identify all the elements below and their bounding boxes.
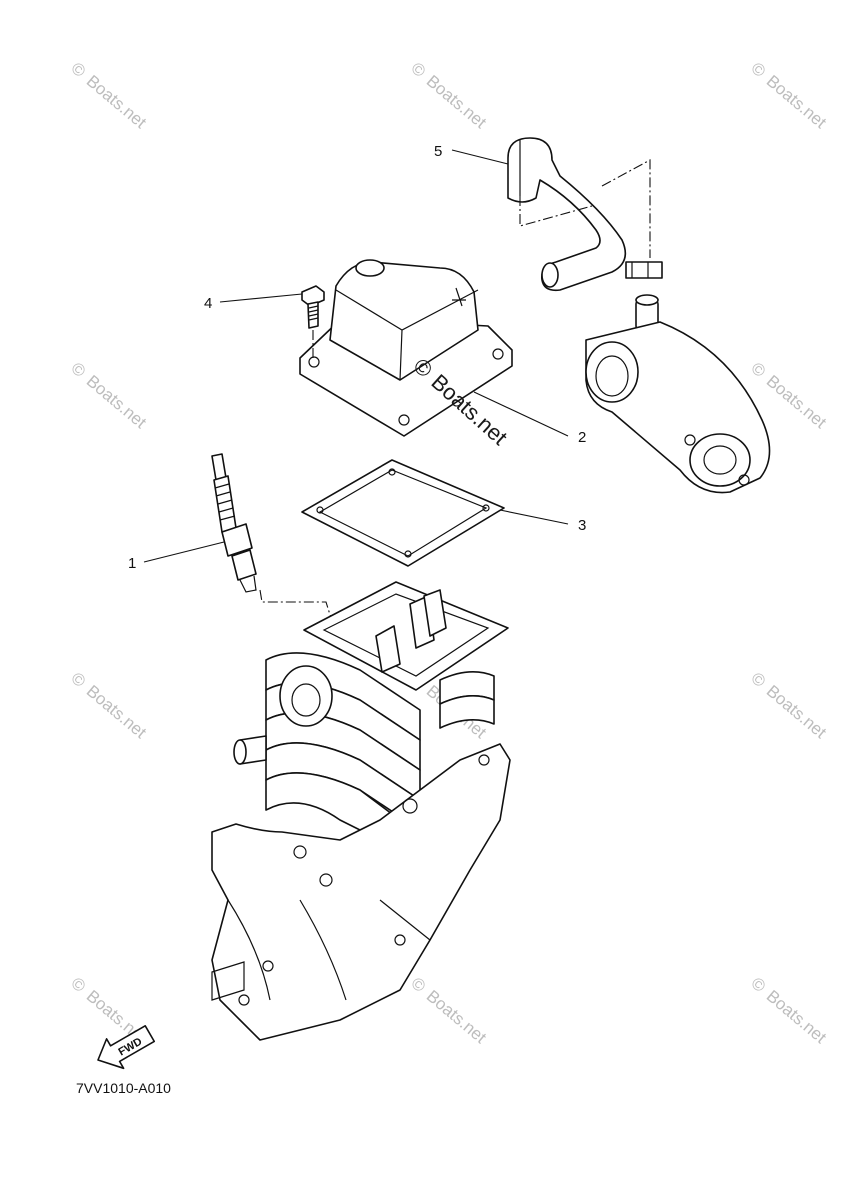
watermark-text: Boats.net — [763, 986, 830, 1047]
leader-2 — [473, 391, 569, 437]
bolt — [301, 285, 325, 360]
leader-1 — [143, 541, 225, 563]
cylinder-head-cover — [299, 259, 513, 437]
watermark-text: © — [67, 359, 89, 382]
watermark-text: Boats.net — [83, 681, 150, 742]
watermark-text: Boats.net — [83, 371, 150, 432]
callout-1: 1 — [128, 555, 136, 572]
watermark-text: © — [67, 669, 89, 692]
diagram-code: 7VV1010-A010 — [76, 1080, 171, 1096]
leader-4 — [219, 293, 303, 303]
watermark-text: © — [407, 974, 429, 997]
watermark-text: Boats.net — [763, 71, 830, 132]
leader-5 — [451, 149, 509, 165]
watermark-text: © — [747, 359, 769, 382]
watermark-text: Boats.net — [763, 371, 830, 432]
callout-3: 3 — [578, 517, 586, 534]
callout-5: 5 — [434, 143, 442, 160]
watermark-text: © — [67, 974, 89, 997]
leader-lines — [143, 149, 569, 563]
callout-labels: 1 2 3 4 5 — [128, 143, 586, 572]
engine-block — [211, 581, 511, 1041]
callout-2: 2 — [578, 429, 586, 446]
watermark-text: Boats.net — [763, 681, 830, 742]
watermark-text: © — [747, 974, 769, 997]
spark-plug — [211, 453, 337, 635]
gasket — [301, 459, 505, 567]
breather-hose — [507, 137, 663, 292]
watermark-text: © — [747, 59, 769, 82]
watermark-text: Boats.net — [423, 986, 490, 1047]
watermark-text: © — [407, 59, 429, 82]
leader-3 — [499, 509, 569, 525]
watermark-text: Boats.net — [83, 71, 150, 132]
watermark-text: © — [67, 59, 89, 82]
callout-4: 4 — [204, 295, 212, 312]
watermark-text: Boats.net — [423, 71, 490, 132]
watermark-text: © — [747, 669, 769, 692]
breather-housing — [585, 294, 771, 494]
